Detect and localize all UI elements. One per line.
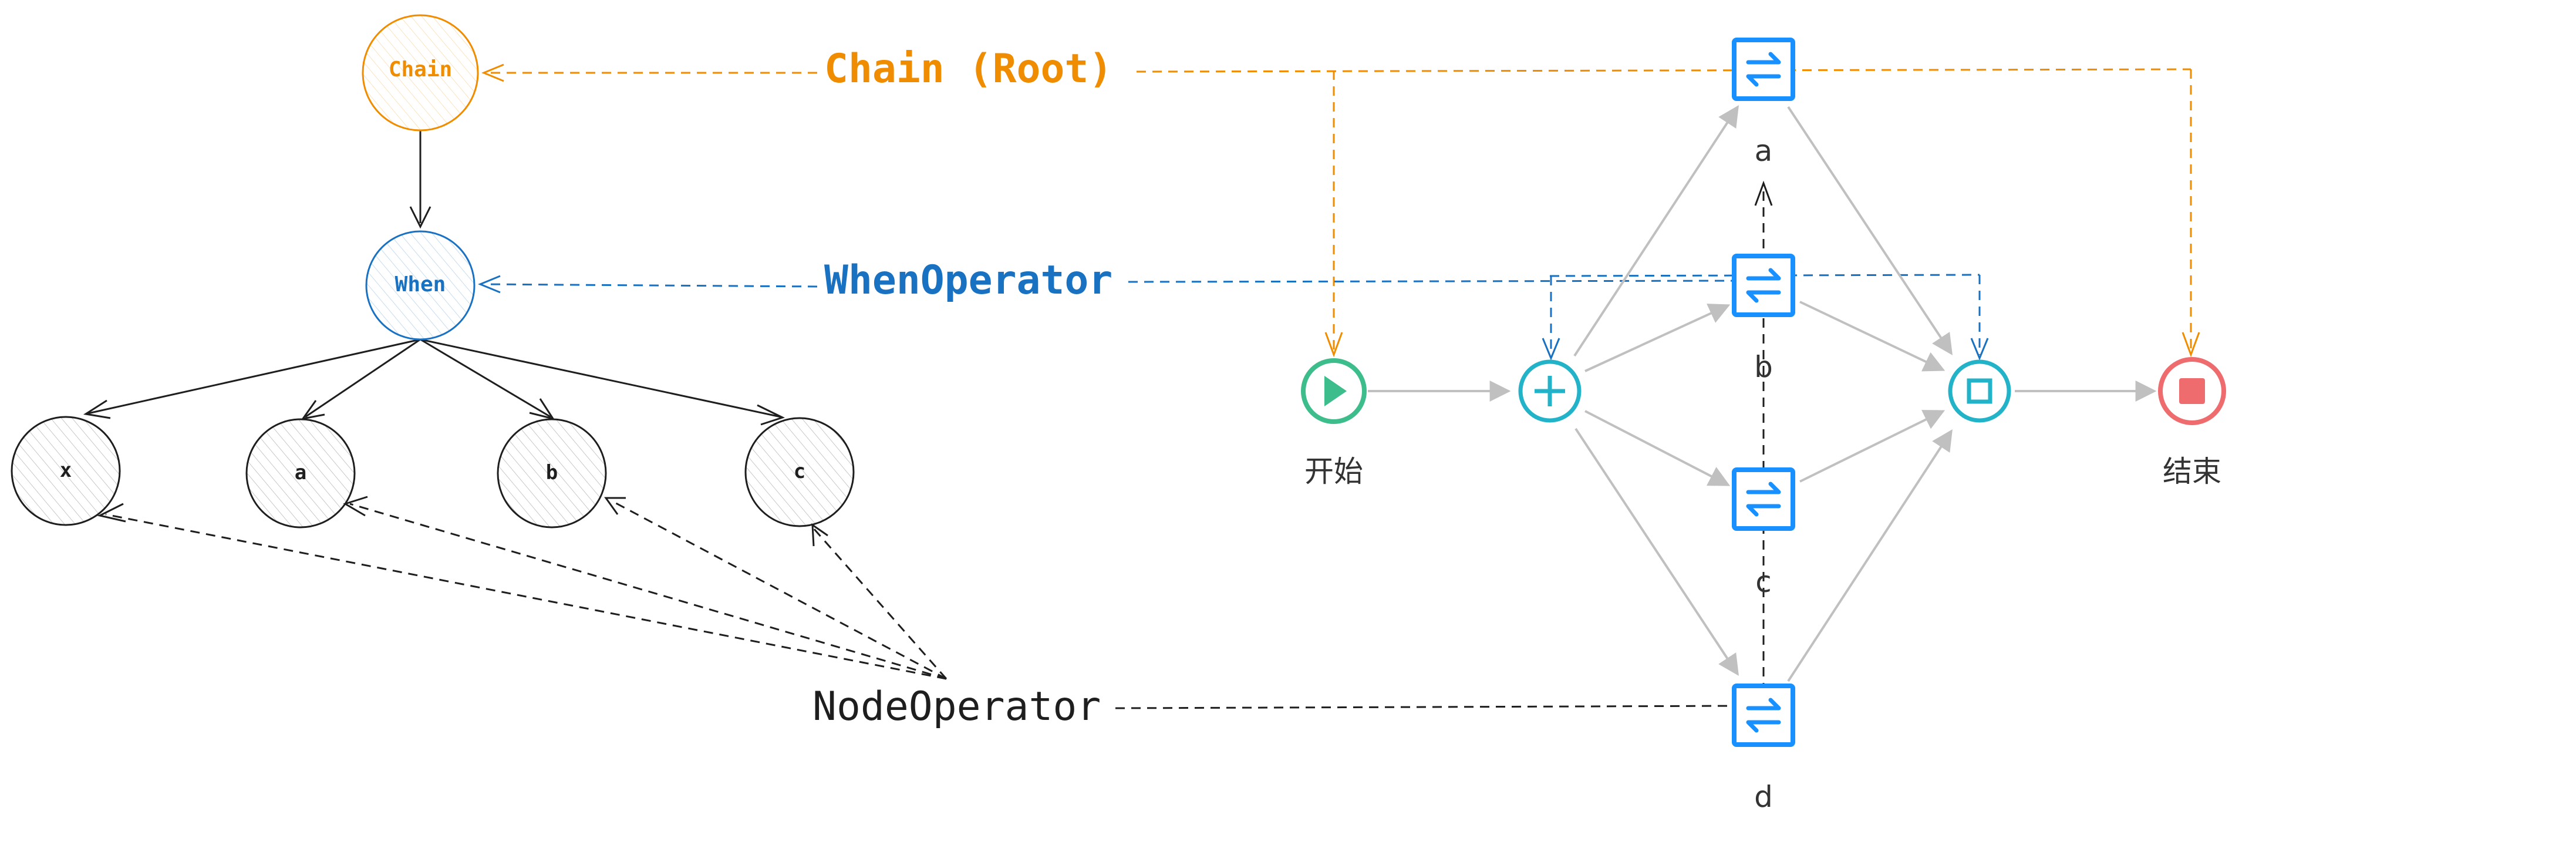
chain-root-arrowhead	[481, 63, 504, 82]
when-op-fork-arrowhead	[1542, 338, 1560, 361]
start-label: 开始	[1304, 455, 1363, 489]
stop-icon	[2179, 378, 2205, 404]
start-event: 开始	[1301, 358, 1367, 489]
node-operator-links	[97, 180, 1773, 709]
node-op-to-a	[349, 503, 947, 680]
node-operator-annotation: NodeOperator	[812, 684, 1101, 730]
when-op-join-arrowhead	[1970, 338, 1989, 361]
arrowhead-c	[757, 404, 785, 426]
task-b: b	[1732, 254, 1795, 384]
task-a: a	[1732, 38, 1795, 168]
leaf-node-x: x	[11, 416, 121, 526]
edge-a-join	[1787, 106, 1953, 356]
when-op-line-right	[1128, 280, 1756, 283]
edge-when-b	[420, 338, 551, 418]
node-op-to-c	[812, 528, 948, 679]
edge-d-join	[1787, 429, 1953, 682]
task-b-label: b	[1754, 350, 1773, 384]
edge-fork-d	[1574, 427, 1739, 676]
arrowhead-when	[409, 206, 431, 229]
when-node: When	[365, 230, 476, 341]
chain-root-to-start	[1136, 68, 2191, 73]
swap-arrows-icon	[1746, 268, 1781, 303]
task-d: d	[1732, 684, 1795, 814]
chain-root-annotation: Chain (Root)	[824, 46, 1112, 92]
chain-root-node: Chain	[362, 14, 479, 132]
parallel-fork-gateway	[1518, 359, 1582, 423]
swap-arrows-icon	[1746, 482, 1781, 517]
leaf-node-c: c	[744, 417, 855, 527]
leaf-label-c: c	[794, 460, 805, 483]
node-op-b-arrowhead	[604, 497, 626, 515]
leaf-label-a: a	[295, 461, 306, 484]
node-op-to-x	[105, 513, 947, 680]
swap-arrows-icon	[1746, 52, 1781, 87]
chain-root-end-arrowhead	[2181, 332, 2200, 358]
edge-fork-b	[1584, 304, 1731, 372]
arrowhead-x	[83, 399, 111, 419]
edge-fork-a	[1573, 105, 1739, 357]
task-a-label: a	[1755, 134, 1773, 168]
node-op-x-arrowhead	[97, 503, 126, 523]
play-icon	[1324, 376, 1347, 406]
chain-tree: Chain When x a b c	[11, 14, 855, 528]
chain-root-label: Chain	[389, 58, 452, 82]
when-operator-annotation: WhenOperator	[824, 257, 1112, 304]
when-op-arrowhead	[478, 275, 501, 294]
node-op-to-b	[610, 499, 947, 680]
leaf-node-a: a	[245, 418, 356, 528]
edge-c-join	[1799, 410, 1946, 483]
edge-when-c	[420, 338, 781, 418]
when-label: When	[395, 272, 446, 297]
chain-root-start-arrowhead	[1324, 332, 1343, 358]
task-d-label: d	[1754, 780, 1773, 814]
node-op-a-arrowhead-right	[1754, 180, 1773, 206]
edge-when-x	[87, 338, 421, 415]
square-icon	[1967, 378, 1992, 404]
task-c-label: c	[1755, 565, 1772, 599]
chain-root-links	[481, 63, 2200, 358]
node-op-to-d	[1115, 705, 1739, 709]
leaf-label-x: x	[60, 459, 72, 482]
node-op-a-arrowhead	[343, 496, 368, 517]
when-op-to-when-node	[484, 283, 818, 288]
parallel-join-gateway	[1948, 359, 2011, 423]
swap-arrows-icon	[1746, 698, 1781, 733]
leaf-label-b: b	[546, 461, 558, 484]
edge-b-join	[1799, 301, 1946, 372]
node-op-c-arrowhead	[811, 523, 828, 547]
edge-fork-c	[1584, 410, 1731, 486]
task-c: c	[1732, 467, 1795, 599]
leaf-node-b: b	[497, 418, 607, 528]
flow-edges	[1368, 105, 2157, 682]
edge-when-a	[305, 338, 421, 418]
end-event: 结束	[2158, 357, 2226, 489]
plus-icon	[1535, 376, 1565, 406]
end-label: 结束	[2163, 455, 2221, 489]
